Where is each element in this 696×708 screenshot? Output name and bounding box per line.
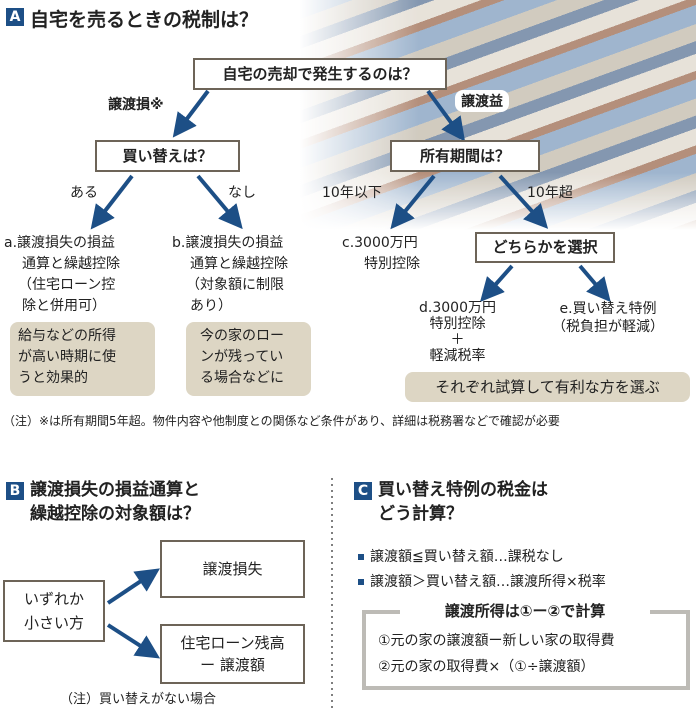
arrow-e	[578, 264, 611, 303]
arrow-gt10	[498, 174, 549, 229]
loan-balance-line: ー 譲渡額	[200, 656, 265, 674]
option-e-line: e.買い替え特例	[559, 301, 657, 317]
bullet-square-icon	[358, 579, 364, 585]
option-b-line: （対象額に制限	[186, 277, 284, 293]
arrow-b-loan	[106, 623, 161, 659]
arrow-gain	[426, 89, 466, 142]
tip-b: 今の家のローンが残っている場合などに	[186, 322, 311, 396]
smaller-of-box: いずれか小さい方	[3, 580, 105, 642]
option-d-line: 特別控除	[429, 316, 486, 332]
option-a-line: 通算と繰越控除	[22, 256, 120, 272]
option-d: d.3000万円特別控除＋軽減税率	[405, 300, 510, 364]
bullet-item: 譲渡額＞買い替え額…譲渡所得×税率	[358, 570, 606, 595]
replace-question-box: 買い替えは？	[95, 140, 240, 172]
option-c-line: c.3000万円	[342, 235, 418, 251]
smaller-of-line: 小さい方	[23, 614, 84, 632]
option-b: b.譲渡損失の損益通算と繰越控除 （対象額に制限あり）	[172, 233, 288, 317]
tip-b-line: ンが残ってい	[200, 349, 284, 365]
loss-label: 譲渡損※	[108, 97, 164, 113]
formula-lines: ①元の家の譲渡額ー新しい家の取得費 ②元の家の取得費×（①÷譲渡額）	[378, 628, 615, 680]
section-c-title: 買い替え特例の税金はどう計算？	[378, 478, 548, 526]
option-a-line: a.譲渡損失の損益	[4, 235, 116, 251]
bullet-text: 譲渡額＞買い替え額…譲渡所得×税率	[370, 574, 606, 590]
option-a: a.譲渡損失の損益通算と繰越控除 （住宅ローン控除と併用可）	[4, 233, 120, 317]
bullet-list: 譲渡額≦買い替え額…課税なし 譲渡額＞買い替え額…譲渡所得×税率	[358, 545, 606, 595]
le10-label: 10年以下	[322, 185, 382, 201]
gt10-label: 10年超	[527, 185, 573, 201]
loan-balance-line: 住宅ローン残高	[180, 634, 285, 652]
tip-de: それぞれ試算して有利な方を選ぶ	[405, 372, 690, 402]
option-a-line: 除と併用可）	[22, 298, 106, 314]
arrow-loss	[172, 89, 210, 138]
tip-a: 給与などの所得が高い時期に使うと効果的	[10, 322, 155, 396]
option-d-line: 軽減税率	[429, 348, 486, 364]
option-e-line: （税負担が軽減）	[552, 319, 664, 335]
option-c: c.3000万円特別控除	[342, 233, 420, 275]
section-c-title-line: 買い替え特例の税金は	[378, 480, 548, 500]
bullet-square-icon	[358, 554, 364, 560]
section-c-title-line: どう計算？	[378, 504, 463, 524]
arrow-d	[480, 264, 514, 302]
tip-a-line: 給与などの所得	[18, 328, 116, 344]
section-a-title: 自宅を売るときの税制は？	[30, 9, 259, 31]
option-a-line: （住宅ローン控	[18, 277, 116, 293]
smaller-of-line: いずれか	[23, 590, 84, 608]
choose-box: どちらかを選択	[475, 232, 615, 263]
root-question-box: 自宅の売却で発生するのは？	[193, 58, 447, 90]
section-b-title: 譲渡損失の損益通算と繰越控除の対象額は？	[30, 478, 200, 526]
loan-balance-box: 住宅ローン残高ー 譲渡額	[160, 624, 305, 684]
option-d-line: ＋	[450, 332, 465, 348]
yes-label: ある	[70, 185, 98, 201]
section-c-badge: C	[354, 482, 372, 500]
option-b-line: 通算と繰越控除	[190, 256, 288, 272]
gain-label: 譲渡益	[455, 90, 509, 112]
option-e: e.買い替え特例 （税負担が軽減）	[552, 300, 664, 336]
option-b-line: あり）	[190, 298, 232, 314]
arrow-yes	[90, 174, 134, 230]
bullet-text: 譲渡額≦買い替え額…課税なし	[370, 549, 564, 565]
arrow-le10	[390, 174, 436, 230]
formula-line: ①元の家の譲渡額ー新しい家の取得費	[378, 633, 615, 649]
arrow-b-loss	[106, 568, 160, 605]
bullet-item: 譲渡額≦買い替え額…課税なし	[358, 545, 606, 570]
section-b-title-line: 繰越控除の対象額は？	[30, 504, 200, 524]
formula-line: ②元の家の取得費×（①÷譲渡額）	[378, 659, 595, 675]
tip-a-line: が高い時期に使	[18, 349, 116, 365]
section-a-note: （注）※は所有期間5年超。物件内容や他制度との関係など条件があり、詳細は税務署な…	[3, 414, 560, 428]
arrow-no	[196, 174, 243, 230]
option-b-line: b.譲渡損失の損益	[172, 235, 284, 251]
transfer-loss-box: 譲渡損失	[160, 540, 305, 598]
no-label: なし	[228, 185, 256, 201]
option-d-line: d.3000万円	[419, 300, 496, 316]
tip-b-line: 今の家のロー	[200, 328, 284, 344]
section-b-note: （注）買い替えがない場合	[60, 692, 217, 707]
section-b-title-line: 譲渡損失の損益通算と	[30, 480, 200, 500]
option-c-line: 特別控除	[364, 256, 420, 272]
tip-b-line: る場合などに	[200, 370, 284, 386]
tip-a-line: うと効果的	[18, 370, 88, 386]
section-b-badge: B	[6, 482, 24, 500]
section-a-badge: A	[6, 8, 24, 26]
houses-photo	[300, 0, 696, 230]
period-question-box: 所有期間は？	[390, 140, 540, 172]
formula-title: 譲渡所得は①ー②で計算	[400, 600, 650, 621]
